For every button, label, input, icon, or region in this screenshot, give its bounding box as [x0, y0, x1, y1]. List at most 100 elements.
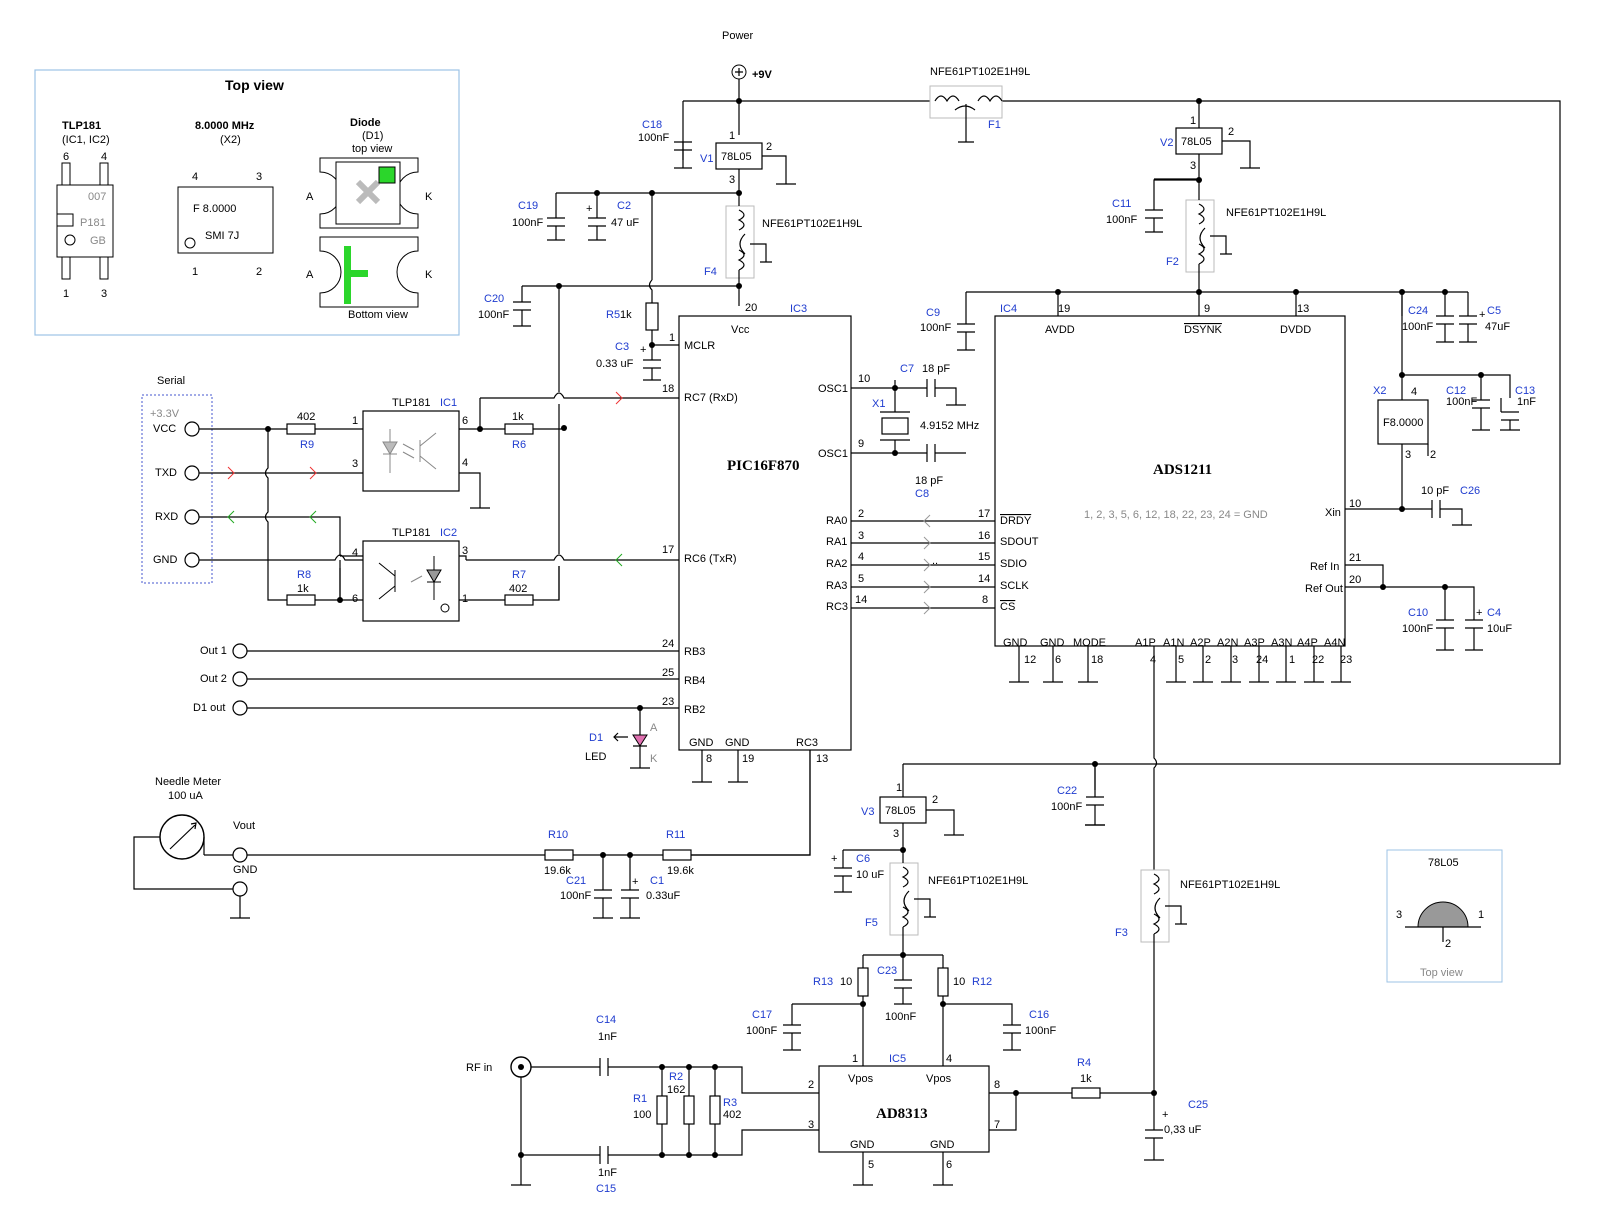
- svg-text:R9: R9: [300, 439, 314, 451]
- svg-text:162: 162: [667, 1084, 685, 1096]
- needle-meter: Needle Meter 100 uA Vout GND: [155, 776, 258, 897]
- svg-text:K: K: [650, 753, 658, 765]
- svg-text:A4N: A4N: [1324, 637, 1345, 649]
- inset-tlp-sub: (IC1, IC2): [62, 134, 110, 146]
- svg-text:47 uF: 47 uF: [611, 217, 639, 229]
- svg-text:F3: F3: [1115, 927, 1128, 939]
- svg-text:100nF: 100nF: [920, 322, 951, 334]
- regulator-v3: 78L05 V3 123: [861, 782, 964, 850]
- svg-text:R3: R3: [723, 1097, 737, 1109]
- svg-text:5: 5: [1178, 654, 1184, 666]
- ferrite-f4: NFE61PT102E1H9L F4: [704, 193, 862, 306]
- svg-text:1: 1: [669, 332, 675, 344]
- svg-text:AVDD: AVDD: [1045, 324, 1075, 336]
- svg-text:SDOUT: SDOUT: [1000, 536, 1039, 548]
- svg-text:IC5: IC5: [889, 1053, 906, 1065]
- svg-text:R5: R5: [606, 309, 620, 321]
- svg-text:top view: top view: [352, 143, 392, 155]
- svg-text:1, 2, 3, 5, 6, 12, 18, 22, 23,: 1, 2, 3, 5, 6, 12, 18, 22, 23, 24 = GND: [1084, 509, 1268, 521]
- to92-inset: 78L05 3 1 2 Top view: [1386, 849, 1503, 983]
- svg-text:4.9152 MHz: 4.9152 MHz: [920, 420, 979, 432]
- svg-text:V2: V2: [1160, 137, 1173, 149]
- svg-text:A: A: [306, 191, 314, 203]
- svg-text:15: 15: [978, 551, 990, 563]
- svg-text:OSC1: OSC1: [818, 448, 848, 460]
- svg-text:10 uF: 10 uF: [856, 869, 884, 881]
- svg-text:2: 2: [1445, 938, 1451, 950]
- svg-text:RA3: RA3: [826, 580, 847, 592]
- svg-text:10: 10: [953, 976, 965, 988]
- svg-text:V3: V3: [861, 806, 874, 818]
- svg-text:2: 2: [1228, 126, 1234, 138]
- svg-text:R13: R13: [813, 976, 833, 988]
- svg-text:19.6k: 19.6k: [667, 865, 694, 877]
- svg-text:Out 1: Out 1: [200, 645, 227, 657]
- svg-text:K: K: [425, 269, 433, 281]
- svg-text:NFE61PT102E1H9L: NFE61PT102E1H9L: [1180, 879, 1280, 891]
- svg-text:16: 16: [978, 530, 990, 542]
- svg-text:3: 3: [808, 1119, 814, 1131]
- svg-text:17: 17: [978, 508, 990, 520]
- svg-text:Bottom view: Bottom view: [348, 309, 408, 321]
- ic4-ads1211: IC4 ADS1211 1, 2, 3, 5, 6, 12, 18, 22, 2…: [978, 303, 1361, 666]
- svg-text:GND: GND: [233, 864, 258, 876]
- svg-text:C20: C20: [484, 293, 504, 305]
- svg-text:NFE61PT102E1H9L: NFE61PT102E1H9L: [930, 66, 1030, 78]
- svg-text:18: 18: [1091, 654, 1103, 666]
- svg-text:Vpos: Vpos: [848, 1073, 874, 1085]
- svg-text:8: 8: [982, 594, 988, 606]
- svg-text:0.33 uF: 0.33 uF: [596, 358, 634, 370]
- svg-text:Top view: Top view: [1420, 967, 1463, 979]
- svg-text:3: 3: [352, 458, 358, 470]
- svg-text:A4P: A4P: [1297, 637, 1318, 649]
- svg-text:1: 1: [63, 288, 69, 300]
- svg-text:23: 23: [662, 696, 674, 708]
- svg-text:X1: X1: [872, 398, 885, 410]
- svg-text:1k: 1k: [1080, 1073, 1092, 1085]
- capacitor-c1: + C10.33uF: [620, 855, 681, 919]
- svg-text:C14: C14: [596, 1014, 616, 1026]
- svg-text:Ref In: Ref In: [1310, 561, 1339, 573]
- svg-text:SDIO: SDIO: [1000, 558, 1027, 570]
- regulator-v2: 78L05 V2 123: [1153, 115, 1260, 210]
- svg-text:C7: C7: [900, 363, 914, 375]
- svg-text:+3.3V: +3.3V: [150, 408, 180, 420]
- ic5-name: AD8313: [876, 1106, 928, 1122]
- svg-text:Vpos: Vpos: [926, 1073, 952, 1085]
- svg-text:R7: R7: [512, 569, 526, 581]
- svg-text:RB4: RB4: [684, 675, 705, 687]
- svg-text:1: 1: [352, 415, 358, 427]
- svg-text:D1: D1: [589, 732, 603, 744]
- svg-text:K: K: [425, 191, 433, 203]
- svg-text:100nF: 100nF: [638, 132, 669, 144]
- svg-text:3: 3: [729, 174, 735, 186]
- svg-text:100nF: 100nF: [1402, 321, 1433, 333]
- svg-text:13: 13: [816, 753, 828, 765]
- svg-text:10: 10: [858, 373, 870, 385]
- svg-text:R12: R12: [972, 976, 992, 988]
- svg-text:1nF: 1nF: [598, 1031, 617, 1043]
- svg-text:3: 3: [256, 171, 262, 183]
- svg-text:C26: C26: [1460, 485, 1480, 497]
- svg-text:19: 19: [742, 753, 754, 765]
- svg-text:R4: R4: [1077, 1057, 1091, 1069]
- svg-text:8: 8: [706, 753, 712, 765]
- led-d1: D1 LED A K: [585, 722, 658, 765]
- svg-text:C17: C17: [752, 1009, 772, 1021]
- svg-text:2: 2: [932, 794, 938, 806]
- svg-text:18: 18: [662, 383, 674, 395]
- svg-text:GND: GND: [850, 1139, 875, 1151]
- svg-text:Diode: Diode: [350, 117, 381, 129]
- svg-text:3: 3: [1190, 160, 1196, 172]
